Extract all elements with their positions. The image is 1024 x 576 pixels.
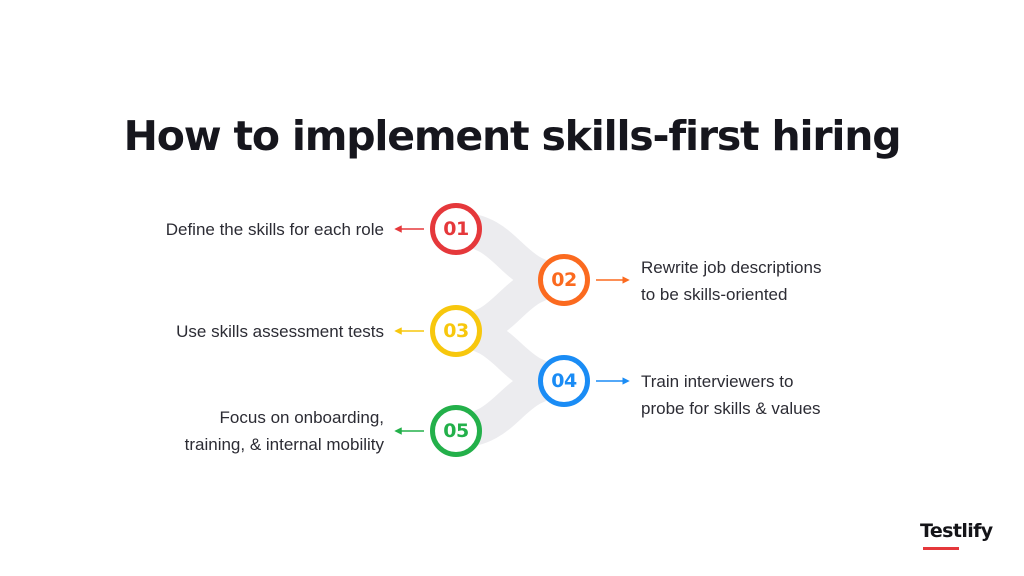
step-03-label: Use skills assessment tests xyxy=(176,318,384,345)
step-02-number: 02 xyxy=(551,269,577,291)
step-04-circle: 04 xyxy=(538,355,590,407)
step-01-label-line: Define the skills for each role xyxy=(165,220,384,239)
brand-logo: Testlify xyxy=(920,520,1004,552)
step-03-label-line: Use skills assessment tests xyxy=(176,322,384,341)
step-03-number: 03 xyxy=(443,320,469,342)
step-01-circle: 01 xyxy=(430,203,482,255)
step-05-label-line-1: Focus on onboarding, xyxy=(219,408,384,427)
brand-underline xyxy=(923,547,959,550)
step-04-number: 04 xyxy=(551,370,577,392)
step-05-number: 05 xyxy=(443,420,469,442)
step-01-label: Define the skills for each role xyxy=(166,216,384,243)
step-04-label-line-2: probe for skills & values xyxy=(641,399,821,418)
step-03-circle: 03 xyxy=(430,305,482,357)
page-title: How to implement skills-first hiring xyxy=(123,112,902,160)
step-02-label: Rewrite job descriptions to be skills-or… xyxy=(641,254,821,308)
step-04-label-line-1: Train interviewers to xyxy=(641,372,794,391)
step-01-number: 01 xyxy=(443,218,469,240)
step-02-label-line-2: to be skills-oriented xyxy=(641,285,788,304)
step-05-label-line-2: training, & internal mobility xyxy=(184,435,384,454)
label-arrows xyxy=(394,225,630,435)
brand-name: Testlify xyxy=(920,520,993,542)
step-02-label-line-1: Rewrite job descriptions xyxy=(641,258,822,277)
step-02-circle: 02 xyxy=(538,254,590,306)
step-05-circle: 05 xyxy=(430,405,482,457)
step-04-label: Train interviewers to probe for skills &… xyxy=(641,368,821,422)
step-05-label: Focus on onboarding, training, & interna… xyxy=(185,404,384,458)
